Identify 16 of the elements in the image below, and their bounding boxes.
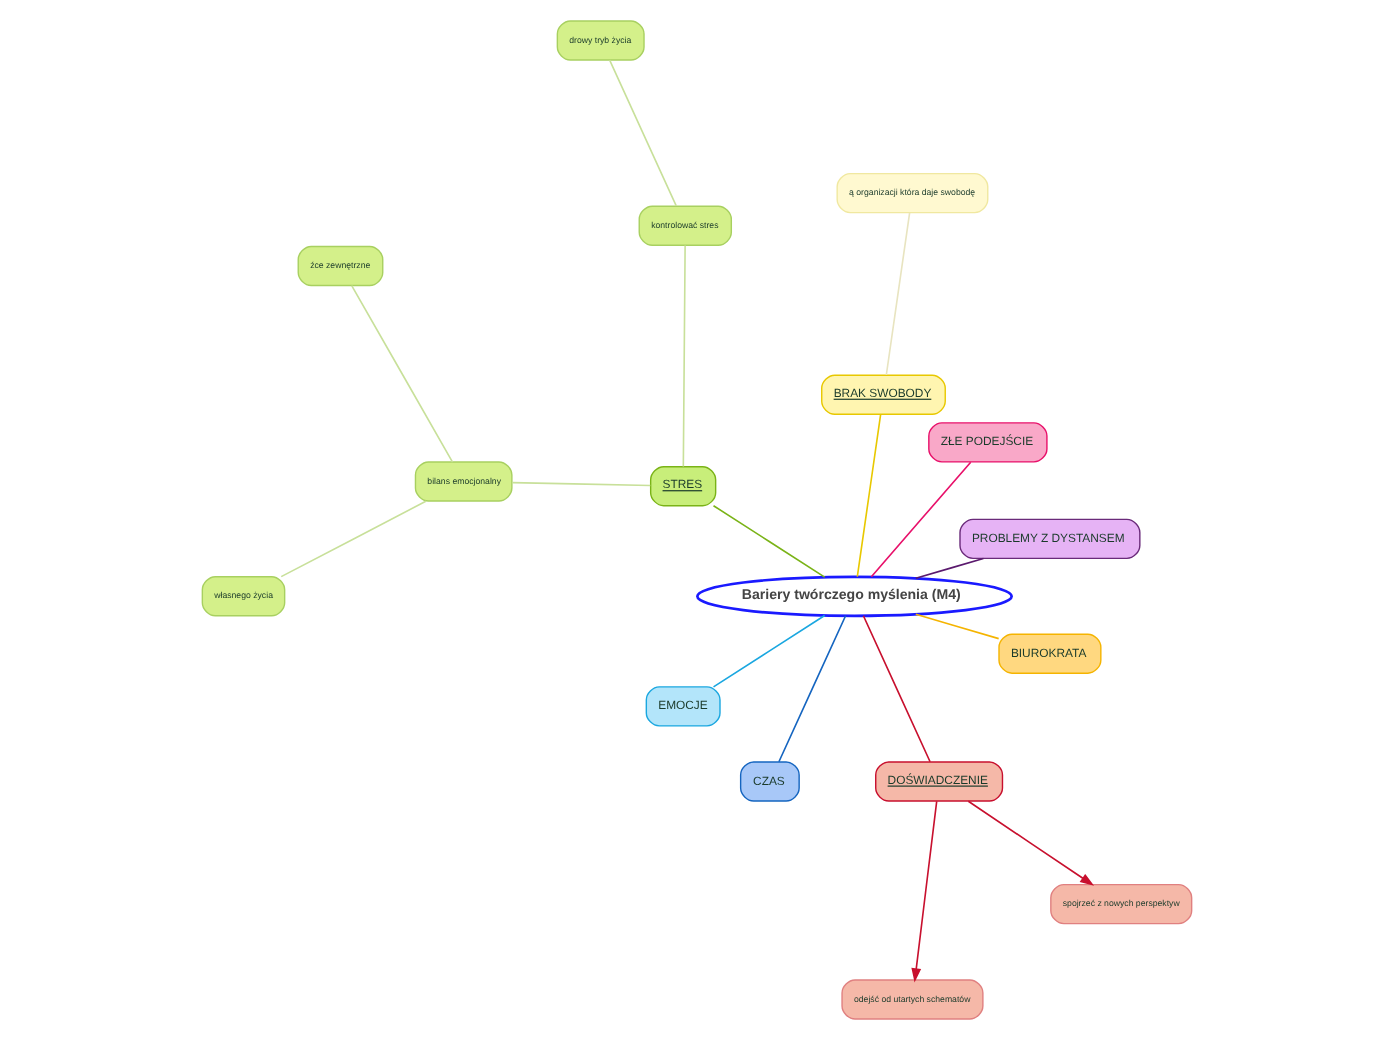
connector <box>349 284 453 463</box>
connector <box>855 413 881 578</box>
connector <box>711 614 825 688</box>
connector <box>913 557 984 580</box>
arrow <box>966 800 1094 886</box>
connector <box>869 461 971 578</box>
connector <box>510 481 651 487</box>
connector <box>607 59 677 207</box>
connector <box>711 504 825 578</box>
connector <box>913 613 999 640</box>
connector <box>279 500 426 578</box>
connector <box>777 614 846 763</box>
connector <box>861 614 930 763</box>
connector <box>681 244 685 468</box>
arrow <box>910 800 937 983</box>
connector <box>884 212 910 376</box>
